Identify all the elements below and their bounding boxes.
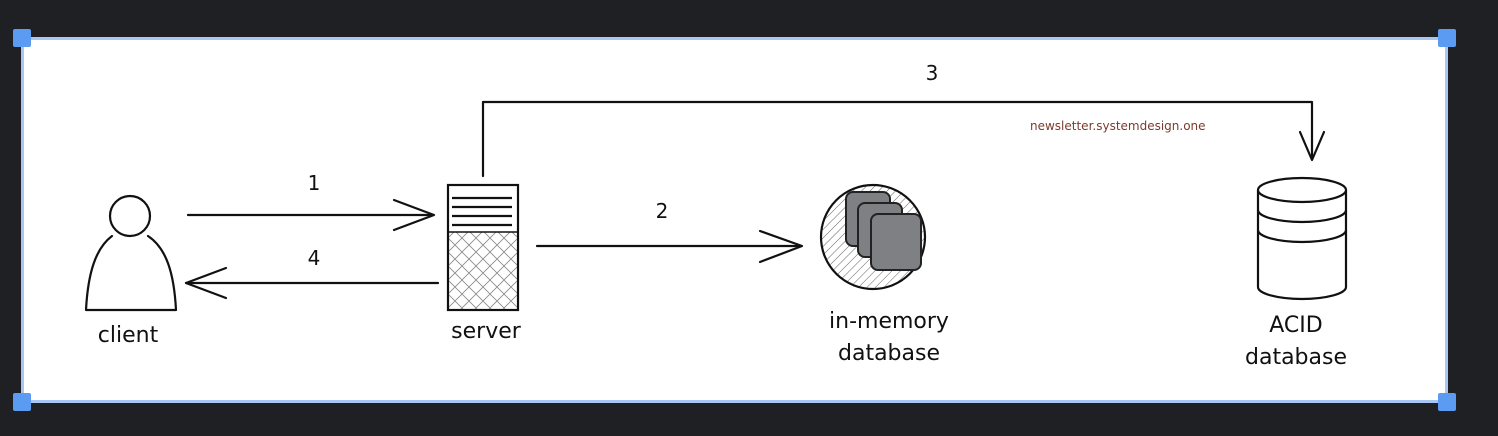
edge-2-server-to-in-memory[interactable] — [535, 229, 804, 264]
edge-3-label: 3 — [926, 61, 939, 85]
edge-4-server-to-client[interactable] — [184, 266, 440, 300]
arrowhead-icon — [392, 198, 436, 232]
acid-label-line1: ACID — [1269, 313, 1322, 338]
in-memory-database-node[interactable]: in-memory database — [819, 183, 949, 366]
resize-handle-top-left[interactable] — [13, 29, 31, 47]
in-memory-label-line1: in-memory — [829, 309, 949, 334]
watermark-text: newsletter.systemdesign.one — [1030, 119, 1206, 133]
server-node[interactable]: server — [446, 183, 522, 344]
in-memory-label-line2: database — [838, 341, 940, 366]
diagram-canvas[interactable] — [21, 37, 1448, 403]
edge-1-client-to-server[interactable] — [186, 198, 436, 232]
client-label: client — [98, 323, 159, 348]
client-node[interactable]: client — [84, 194, 178, 348]
resize-handle-top-right[interactable] — [1438, 29, 1456, 47]
edge-1-label: 1 — [308, 171, 321, 195]
database-cylinder-icon — [1256, 176, 1348, 301]
server-icon — [446, 183, 520, 312]
user-icon — [84, 194, 178, 312]
resize-handle-bottom-right[interactable] — [1438, 393, 1456, 411]
memory-cache-icon — [819, 183, 927, 291]
acid-database-node[interactable]: ACID database — [1245, 176, 1348, 370]
arrowhead-icon — [184, 266, 228, 300]
edge-4-label: 4 — [308, 246, 321, 270]
arrowhead-icon — [1298, 130, 1326, 162]
acid-label-line2: database — [1245, 345, 1347, 370]
arrowhead-icon — [758, 229, 804, 264]
resize-handle-bottom-left[interactable] — [13, 393, 31, 411]
edge-3-server-to-acid[interactable] — [481, 100, 1326, 178]
server-label: server — [451, 319, 522, 344]
edge-2-label: 2 — [656, 199, 669, 223]
